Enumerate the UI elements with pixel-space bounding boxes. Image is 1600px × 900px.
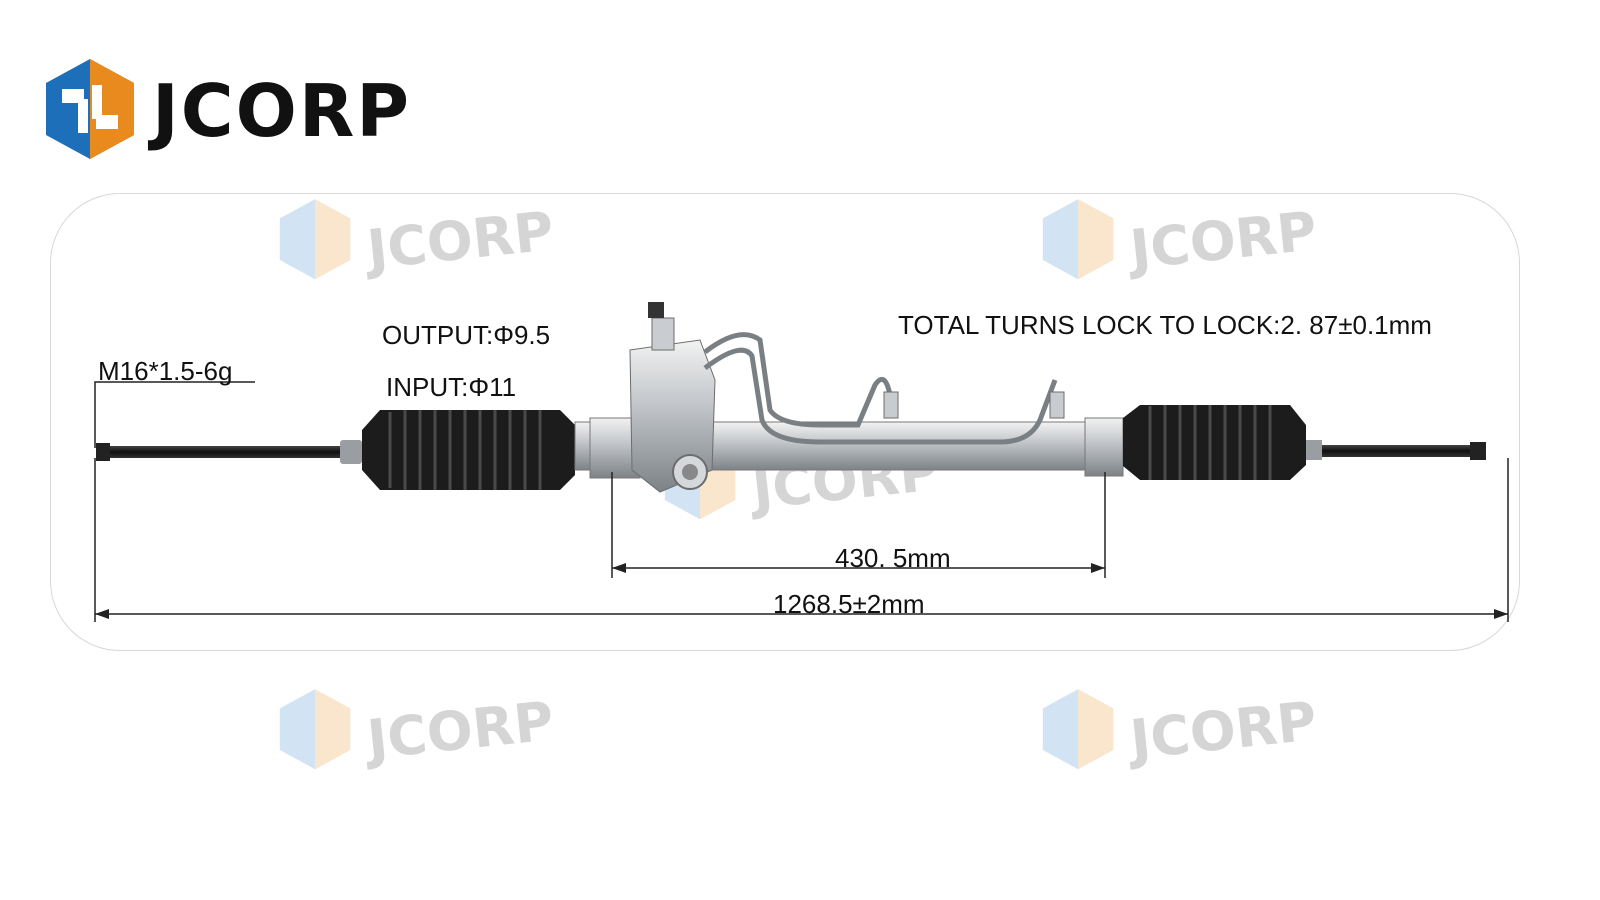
total-turns-label: TOTAL TURNS LOCK TO LOCK:2. 87±0.1mm: [898, 310, 1432, 340]
right-boot: [1123, 405, 1306, 480]
brand-name: JCORP: [152, 69, 412, 153]
diagram-panel: [50, 193, 1520, 651]
jcorp-watermark-icon: [1042, 689, 1114, 770]
inner-dimension-label: 430. 5mm: [835, 543, 951, 573]
input-diameter-label: INPUT:Φ11: [386, 372, 517, 402]
jcorp-watermark-icon: [279, 689, 351, 770]
jcorp-logo-icon: [46, 59, 134, 159]
output-diameter-label: OUTPUT:Φ9.5: [382, 320, 551, 350]
brand-logo: JCORP: [40, 55, 409, 165]
thread-spec-label: M16*1.5-6g: [98, 356, 233, 386]
overall-dimension-label: 1268.5±2mm: [773, 589, 925, 619]
watermark: JCORP: [275, 195, 575, 295]
watermark: JCORP: [1038, 195, 1338, 295]
jcorp-watermark-icon: [1042, 199, 1114, 280]
valve-body: [629, 302, 716, 493]
watermark: JCORP: [275, 685, 575, 785]
watermark: JCORP: [1038, 685, 1338, 785]
left-boot: [362, 410, 575, 490]
jcorp-watermark-icon: [279, 199, 351, 280]
